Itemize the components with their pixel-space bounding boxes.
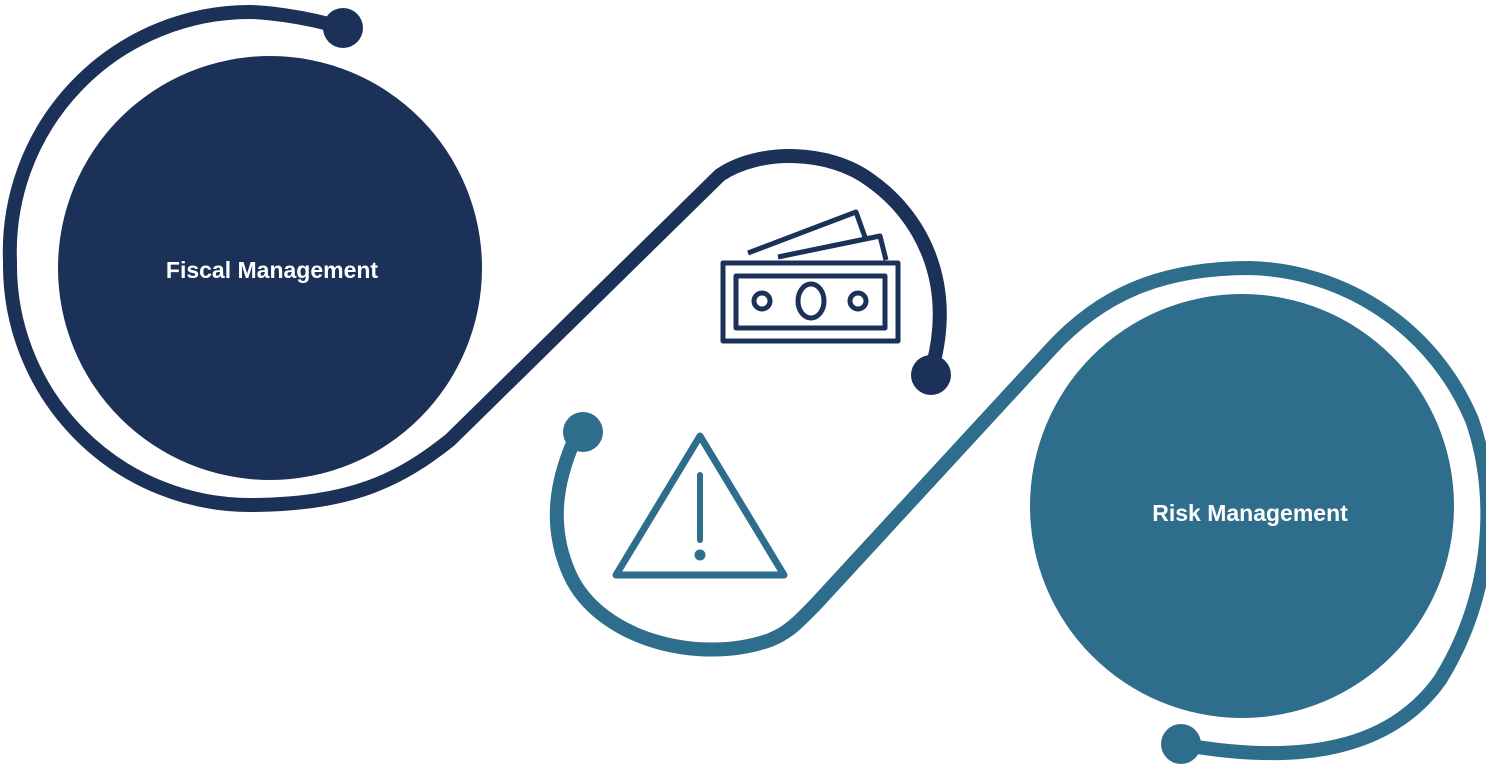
risk-connector-path — [549, 260, 1486, 761]
fiscal-track — [2, 4, 951, 513]
fiscal-connector-end-dot — [911, 355, 951, 395]
money-icon — [720, 209, 901, 344]
risk-connector-start-dot — [563, 412, 603, 452]
risk-connector-end-dot — [1161, 724, 1201, 764]
risk-label: Risk Management — [1152, 500, 1348, 526]
fiscal-connector-start-dot — [323, 8, 363, 48]
fiscal-label: Fiscal Management — [166, 257, 379, 283]
risk-track — [549, 260, 1486, 764]
fiscal-circle — [58, 56, 482, 480]
warning-icon — [612, 432, 788, 579]
fiscal-connector-path — [2, 4, 947, 513]
risk-stage: Risk Management — [1030, 294, 1454, 718]
fiscal-stage: Fiscal Management — [58, 56, 482, 480]
risk-circle — [1030, 294, 1454, 718]
